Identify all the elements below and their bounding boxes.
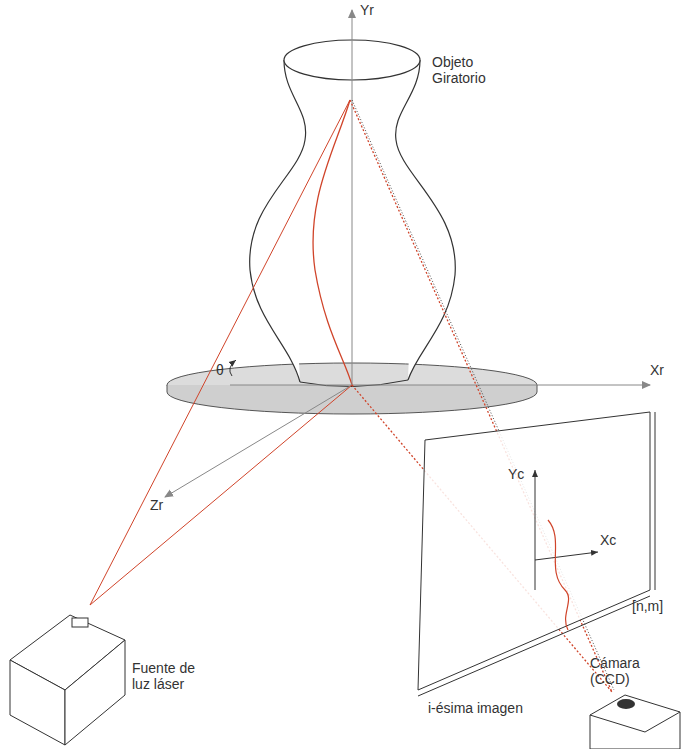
angle-label: θ [216, 362, 236, 378]
object-label: Objeto Giratorio [432, 54, 512, 86]
image-label: i-ésima imagen [428, 700, 558, 716]
pixel-label: [n,m] [632, 598, 678, 614]
axis-label: Xc [600, 532, 626, 548]
laser-label: Fuente de luz láser [132, 660, 212, 692]
axis-label: Xr [650, 362, 678, 378]
axis-label: Zr [150, 497, 178, 513]
axis-label: Yc [508, 466, 534, 482]
camera-label: Cámara (CCD) [590, 655, 660, 687]
axis-label: Yr [360, 2, 400, 18]
